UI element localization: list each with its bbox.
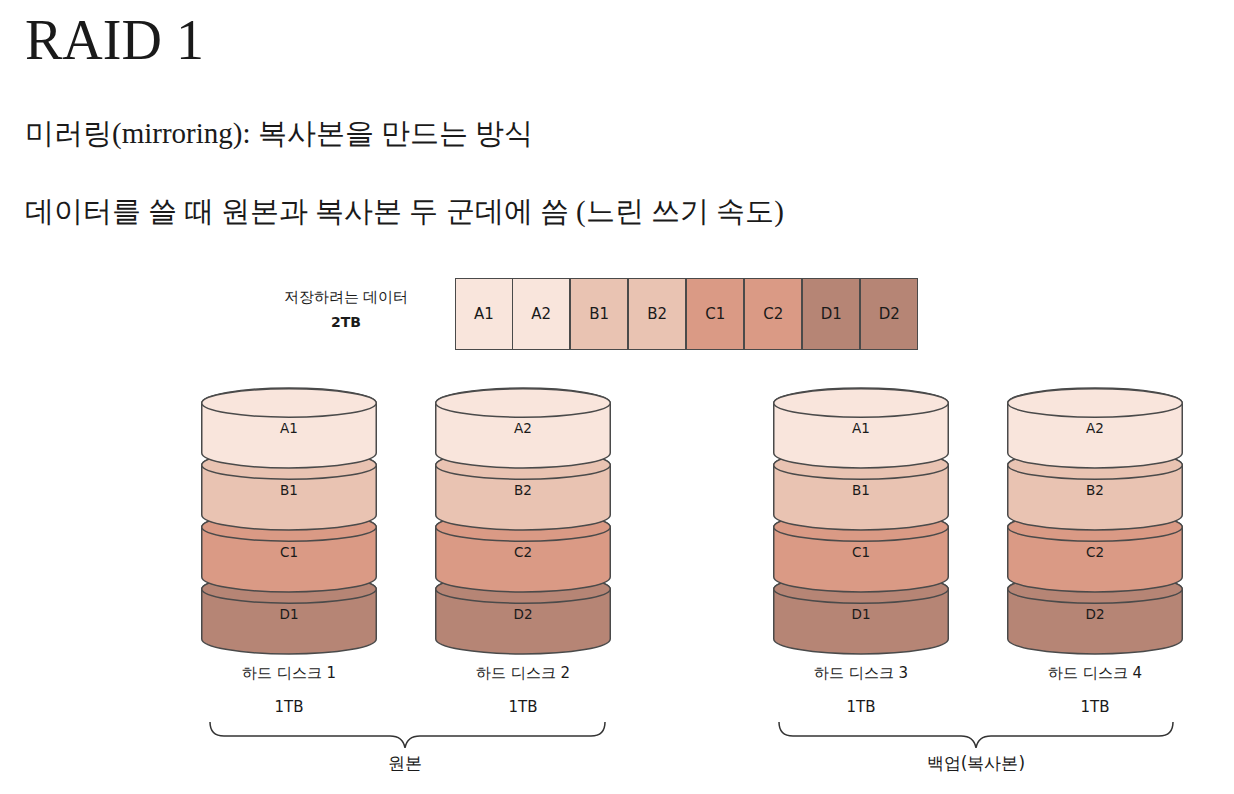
block-label: A1: [773, 419, 949, 437]
block-label: D2: [879, 305, 900, 323]
disk-name: 하드 디스크 2: [415, 664, 631, 683]
data-block: C2: [744, 278, 802, 350]
data-block: C1: [686, 278, 744, 350]
cylinder-top: [202, 575, 377, 604]
block-label: C1: [705, 305, 725, 323]
hard-disk: 하드 디스크 31TBA1B1C1D1: [773, 388, 949, 718]
cylinder-body: [436, 512, 611, 592]
cylinder-top: [1008, 575, 1183, 604]
data-block: A1: [455, 278, 513, 350]
cylinder-top: [774, 513, 949, 542]
cylinder-body: [774, 512, 949, 592]
cylinder-body: [774, 450, 949, 530]
block-label: B1: [773, 481, 949, 499]
cylinder-top: [1008, 451, 1183, 480]
cylinder-top: [202, 451, 377, 480]
cylinder-top: [774, 389, 949, 418]
bracket: [779, 722, 1173, 748]
data-label: 저장하려는 데이터: [251, 288, 441, 307]
disk-name: 하드 디스크 4: [987, 664, 1203, 683]
cylinder-body: [202, 574, 377, 654]
cylinder-body: [1008, 450, 1183, 530]
block-label: A1: [474, 305, 494, 323]
disk-segment: A2: [435, 388, 611, 468]
slide-title: RAID 1: [25, 6, 204, 74]
disk-size: 1TB: [753, 698, 969, 716]
cylinder-body: [774, 574, 949, 654]
block-label: A2: [1007, 419, 1183, 437]
cylinder-top: [436, 451, 611, 480]
cylinder-top: [1008, 389, 1183, 418]
group-label: 백업(복사본): [876, 752, 1076, 775]
disk-name: 하드 디스크 1: [181, 664, 397, 683]
block-label: A2: [435, 419, 611, 437]
hard-disk: 하드 디스크 21TBA2B2C2D2: [435, 388, 611, 718]
data-block: B1: [570, 278, 628, 350]
data-block: B2: [628, 278, 686, 350]
data-block: D1: [802, 278, 860, 350]
cylinder-top: [774, 575, 949, 604]
cylinder-top: [436, 389, 611, 418]
block-label: B1: [201, 481, 377, 499]
disk-size: 1TB: [987, 698, 1203, 716]
cylinder-top: [202, 389, 377, 418]
block-label: D2: [435, 605, 611, 623]
cylinder-body: [1008, 388, 1183, 468]
cylinder-top: [436, 513, 611, 542]
disk-name: 하드 디스크 3: [753, 664, 969, 683]
block-label: C2: [1007, 543, 1183, 561]
cylinder-top: [202, 513, 377, 542]
cylinder-body: [1008, 574, 1183, 654]
data-size: 2TB: [251, 314, 441, 330]
block-label: C2: [763, 305, 783, 323]
cylinder-top: [436, 575, 611, 604]
hard-disk: 하드 디스크 11TBA1B1C1D1: [201, 388, 377, 718]
block-label: B2: [1007, 481, 1183, 499]
block-label: D1: [821, 305, 842, 323]
cylinder-body: [202, 450, 377, 530]
subtitle-line: 데이터를 쓸 때 원본과 복사본 두 군데에 씀 (느린 쓰기 속도): [25, 192, 784, 232]
cylinder-body: [202, 388, 377, 468]
hard-disk: 하드 디스크 41TBA2B2C2D2: [1007, 388, 1183, 718]
subtitle-line: 미러링(mirroring): 복사본을 만드는 방식: [25, 114, 533, 154]
block-label: C1: [773, 543, 949, 561]
cylinder-body: [436, 388, 611, 468]
cylinder-body: [1008, 512, 1183, 592]
disk-segment: A2: [1007, 388, 1183, 468]
cylinder-body: [436, 574, 611, 654]
disk-segment: A1: [201, 388, 377, 468]
cylinder-body: [436, 450, 611, 530]
data-block: A2: [512, 278, 570, 350]
block-label: D2: [1007, 605, 1183, 623]
block-label: C2: [435, 543, 611, 561]
block-label: A1: [201, 419, 377, 437]
block-label: C1: [201, 543, 377, 561]
block-label: D1: [201, 605, 377, 623]
disk-size: 1TB: [415, 698, 631, 716]
cylinder-top: [774, 451, 949, 480]
block-label: B2: [647, 305, 667, 323]
cylinder-top: [1008, 513, 1183, 542]
data-block: D2: [860, 278, 918, 350]
group-label: 원본: [305, 752, 505, 775]
bracket: [210, 722, 605, 748]
data-bar: 저장하려는 데이터2TBA1A2B1B2C1C2D1D2: [455, 278, 919, 350]
block-label: A2: [531, 305, 551, 323]
cylinder-body: [202, 512, 377, 592]
disk-size: 1TB: [181, 698, 397, 716]
block-label: D1: [773, 605, 949, 623]
cylinder-body: [774, 388, 949, 468]
block-label: B1: [589, 305, 609, 323]
block-label: B2: [435, 481, 611, 499]
disk-segment: A1: [773, 388, 949, 468]
